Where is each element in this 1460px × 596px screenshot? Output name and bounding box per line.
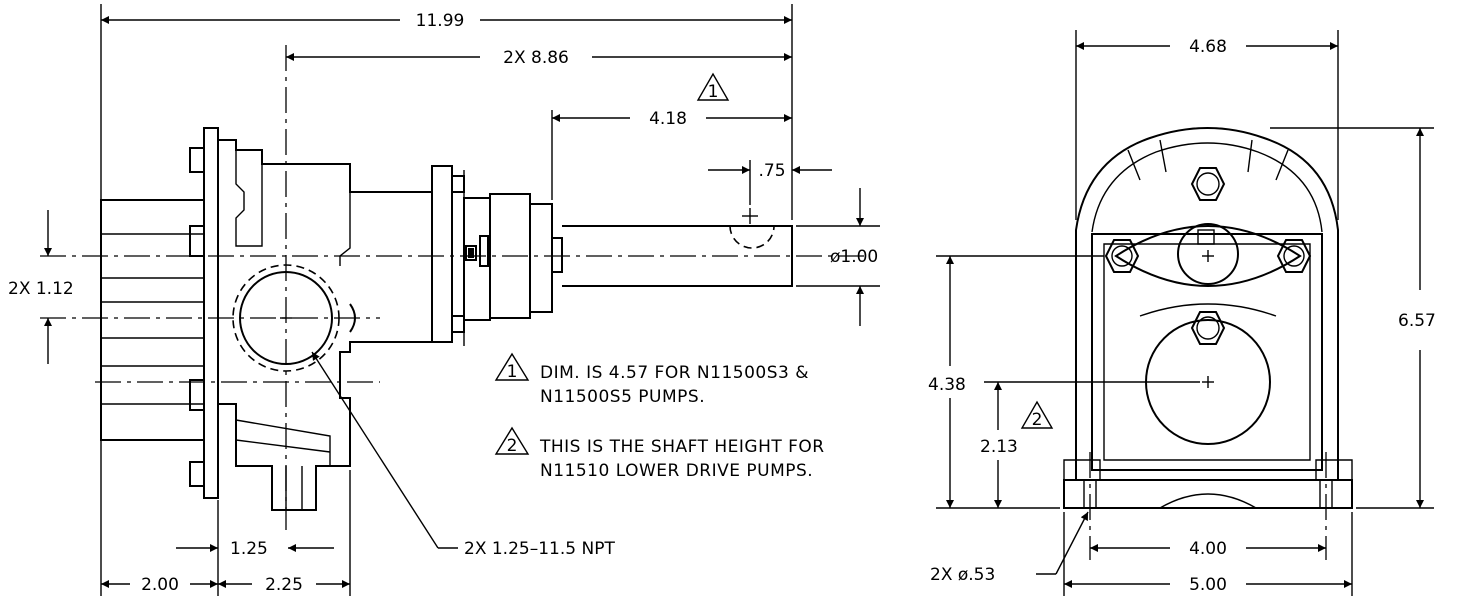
upper-flange: [1114, 225, 1302, 287]
note2-marker: 2: [1020, 400, 1054, 430]
dim-label: 4.68: [1189, 37, 1227, 57]
dim-base-left: 2.00: [101, 575, 218, 595]
dim-label: ø1.00: [830, 247, 878, 267]
flange-plate: [203, 127, 219, 499]
front-bolts: [1104, 167, 1312, 345]
mount-hole-leader: 2X ø.53: [930, 511, 1089, 585]
dim-label: 5.00: [1189, 575, 1227, 595]
pump-body: [217, 139, 433, 511]
npt-leader: 2X 1.25–11.5 NPT: [311, 351, 615, 559]
dim-overall-length: 11.99: [101, 11, 792, 31]
side-view: 11.99 2X 8.86 4.18 1 .75 ø1.00: [8, 4, 880, 596]
dim-label: 2X 1.25–11.5 NPT: [464, 539, 615, 559]
shaft: [562, 225, 793, 287]
front-view: 4.68 6.57 4.38 2.13 2 4.00: [928, 30, 1436, 596]
notes: 1 DIM. IS 4.57 FOR N11500S3 & N11500S5 P…: [494, 352, 825, 481]
dim-lower-shaft-height: 2.13: [980, 382, 1018, 508]
note2-line1: THIS IS THE SHAFT HEIGHT FOR: [539, 437, 825, 457]
dim-base-right: 2.25: [218, 575, 350, 595]
dim-label: 2X 1.12: [8, 279, 74, 299]
dim-label: 1.25: [230, 539, 268, 559]
dim-label: 4.18: [649, 109, 687, 129]
dim-label: 6.57: [1398, 311, 1436, 331]
dim-front-width-top: 4.68: [1076, 37, 1338, 57]
flange-bolts: [189, 147, 205, 487]
svg-text:1: 1: [708, 82, 719, 102]
dim-label: 11.99: [416, 11, 465, 31]
dim-keyway: .75: [708, 161, 832, 181]
dim-shaft-height: 4.38: [928, 256, 966, 508]
dim-label: 4.38: [928, 375, 966, 395]
dim-shaft-extension: 4.18: [552, 109, 792, 129]
svg-text:2: 2: [1032, 410, 1043, 430]
note2-line2: N11510 LOWER DRIVE PUMPS.: [540, 461, 813, 481]
dim-base-width: 5.00: [1064, 575, 1352, 595]
svg-text:2: 2: [507, 436, 518, 456]
dim-label: 2X ø.53: [930, 565, 995, 585]
dim-label: 2.00: [141, 575, 179, 595]
dim-port-offset: 2X 1.12: [8, 210, 74, 364]
dim-label: 2.25: [265, 575, 303, 595]
note1-line2: N11500S5 PUMPS.: [540, 387, 705, 407]
dim-label: 2X 8.86: [503, 48, 569, 68]
base-feet: [1063, 479, 1353, 509]
dim-label: 2.13: [980, 437, 1018, 457]
dim-shaft-diameter: ø1.00: [830, 188, 878, 326]
dim-shaft-position: 2X 8.86: [286, 48, 792, 68]
dim-port-spacing: 1.25: [176, 539, 334, 559]
pump-housing: [1075, 127, 1339, 481]
dim-label: .75: [758, 161, 785, 181]
bearing-bracket: [463, 197, 491, 321]
note1-line1: DIM. IS 4.57 FOR N11500S3 &: [540, 363, 809, 383]
note1-marker: 1: [696, 72, 730, 102]
svg-text:1: 1: [507, 362, 518, 382]
bracket-flange: [431, 165, 453, 343]
dim-bolt-spacing: 4.00: [1090, 539, 1326, 559]
dim-front-height: 6.57: [1398, 128, 1436, 508]
dim-label: 4.00: [1189, 539, 1227, 559]
